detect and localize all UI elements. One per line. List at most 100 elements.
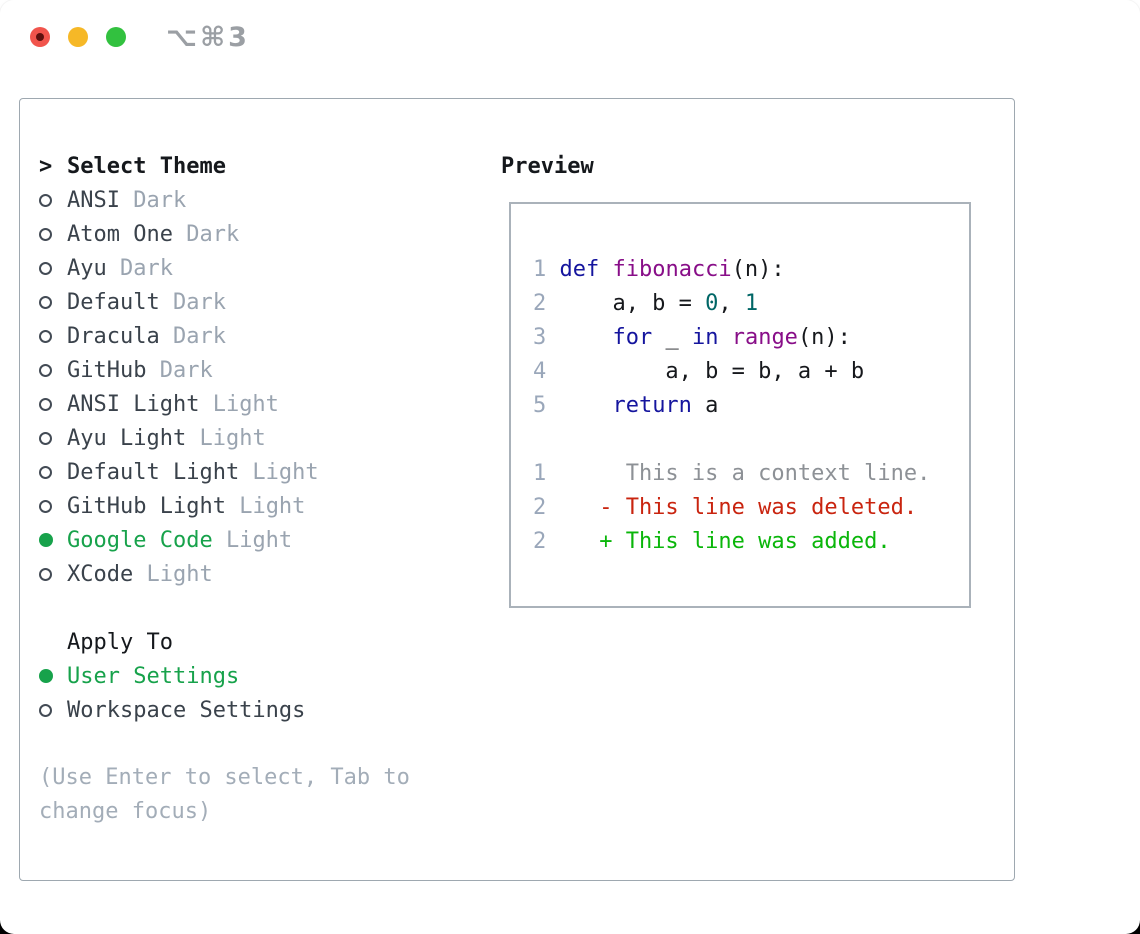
theme-option-github-light[interactable]: GitHub Light Light	[39, 489, 459, 523]
theme-option-ayu-light[interactable]: Ayu Light Light	[39, 421, 459, 455]
cursor-icon: >	[39, 153, 53, 179]
theme-option-ayu-light-variant: Light	[186, 425, 266, 451]
code-token: for	[612, 324, 653, 350]
code-token: _	[652, 324, 692, 350]
bullet-column	[39, 295, 67, 309]
theme-option-ayu[interactable]: Ayu Dark	[39, 251, 459, 285]
code-token	[599, 257, 612, 282]
radio-icon	[39, 703, 52, 717]
line-number: 3	[533, 324, 547, 350]
line-number: 1	[533, 256, 547, 282]
theme-option-default-light-label: Default Light	[67, 459, 240, 485]
spacer	[533, 422, 930, 456]
bullet-column	[39, 499, 67, 513]
diff-text: This is a context line.	[559, 460, 931, 486]
theme-option-dracula-label: Dracula	[67, 323, 160, 349]
keyboard-hint: (Use Enter to select, Tab to change focu…	[39, 765, 410, 824]
code-token: in	[691, 324, 719, 350]
traffic-lights	[30, 27, 126, 47]
code-token: (n):	[797, 324, 851, 350]
code-line: 3 for _ in range(n):	[533, 320, 930, 354]
apply-to-header: Apply To	[39, 625, 459, 659]
diff-line-added: 2 + This line was added.	[533, 524, 930, 558]
theme-option-ayu-light-label: Ayu Light	[67, 425, 187, 451]
close-button-icon[interactable]	[30, 27, 50, 47]
theme-option-github-light-label: GitHub Light	[67, 493, 226, 519]
theme-option-ansi-label: ANSI	[67, 187, 120, 213]
bullet-column	[39, 261, 67, 275]
line-number: 5	[533, 392, 547, 418]
line-number: 2	[533, 290, 547, 316]
theme-option-default-variant: Dark	[159, 289, 226, 315]
radio-icon	[39, 329, 52, 343]
line-number: 2	[533, 528, 547, 554]
select-theme-header: > Select Theme	[39, 149, 459, 183]
window-title: ⌥⌘3	[166, 22, 250, 53]
theme-option-dracula[interactable]: Dracula Dark	[39, 319, 459, 353]
code-line: 4 a, b = b, a + b	[533, 354, 930, 388]
line-number: 4	[533, 358, 547, 384]
code-token: range	[731, 324, 798, 350]
radio-icon	[39, 431, 52, 445]
code-token: a, b =	[559, 290, 706, 316]
code-line: 2 a, b = 0, 1	[533, 286, 930, 320]
theme-option-ansi-variant: Dark	[119, 187, 187, 213]
diff-line-deleted: 2 - This line was deleted.	[533, 490, 930, 524]
bullet-column	[39, 669, 67, 683]
radio-icon	[39, 227, 52, 241]
code-token	[559, 325, 612, 350]
zoom-button-icon[interactable]	[106, 27, 126, 47]
apply-option-workspace-settings-label: Workspace Settings	[67, 697, 306, 723]
theme-option-github-label: GitHub	[67, 357, 147, 383]
bullet-column	[39, 227, 67, 241]
radio-icon	[39, 397, 52, 411]
titlebar[interactable]: ⌥⌘3	[0, 0, 1140, 72]
code-token: a, b = b, a + b	[559, 358, 865, 384]
theme-option-ansi-light-label: ANSI Light	[67, 391, 200, 417]
bullet-column	[39, 431, 67, 445]
code-token: 0	[705, 290, 719, 316]
theme-option-google-code-label: Google Code	[67, 527, 213, 553]
theme-option-default[interactable]: Default Dark	[39, 285, 459, 319]
line-number: 2	[533, 494, 547, 520]
code-token: def	[559, 256, 600, 282]
code-token	[559, 393, 612, 418]
preview-header: Preview	[501, 153, 594, 179]
apply-option-user-settings[interactable]: User Settings	[39, 659, 459, 693]
bullet-column	[39, 567, 67, 581]
theme-option-ayu-label: Ayu	[67, 255, 107, 281]
code-token: 1	[744, 290, 759, 316]
theme-option-xcode-variant: Light	[133, 561, 213, 587]
theme-option-xcode[interactable]: XCode Light	[39, 557, 459, 591]
theme-option-google-code-variant: Light	[212, 527, 293, 553]
minimize-button-icon[interactable]	[68, 27, 88, 47]
select-theme-label: Select Theme	[67, 153, 226, 179]
diff-text: + This line was added.	[559, 528, 891, 554]
radio-selected-icon	[39, 533, 53, 547]
theme-option-ansi[interactable]: ANSI Dark	[39, 183, 459, 217]
theme-option-github[interactable]: GitHub Dark	[39, 353, 459, 387]
radio-icon	[39, 567, 52, 581]
code-line: 5 return a	[533, 388, 930, 422]
bullet-column	[39, 533, 67, 547]
radio-icon	[39, 193, 52, 207]
theme-option-atom-one-variant: Dark	[172, 221, 240, 247]
theme-option-atom-one[interactable]: Atom One Dark	[39, 217, 459, 251]
theme-option-dracula-variant: Dark	[159, 323, 226, 349]
theme-option-ansi-light[interactable]: ANSI Light Light	[39, 387, 459, 421]
bullet-column	[39, 329, 67, 343]
apply-option-workspace-settings[interactable]: Workspace Settings	[39, 693, 459, 727]
theme-option-default-light[interactable]: Default Light Light	[39, 455, 459, 489]
theme-option-atom-one-label: Atom One	[67, 221, 173, 247]
spacer	[39, 727, 459, 761]
radio-icon	[39, 261, 52, 275]
theme-option-ayu-variant: Dark	[106, 255, 173, 281]
theme-option-google-code[interactable]: Google Code Light	[39, 523, 459, 557]
